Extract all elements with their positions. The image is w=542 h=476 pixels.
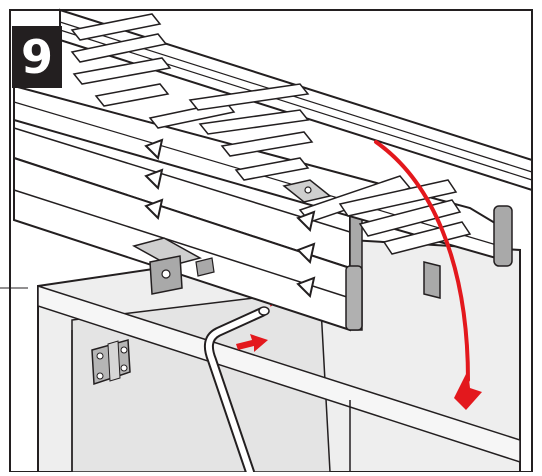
slat — [188, 83, 310, 111]
slats — [70, 13, 472, 255]
slat — [358, 199, 462, 237]
cabinet — [0, 238, 521, 473]
triangle-marker-icon — [296, 276, 316, 298]
step-number-badge: 9 — [12, 26, 62, 88]
slat — [234, 157, 310, 181]
curved-arrow-icon — [374, 140, 482, 410]
triangle-markers — [144, 138, 316, 298]
slat — [220, 131, 314, 157]
hinge — [91, 339, 131, 386]
push-arrow-icon — [236, 334, 268, 352]
slat — [338, 179, 458, 217]
slat — [382, 221, 472, 255]
slat — [94, 83, 170, 107]
triangle-marker-icon — [144, 138, 164, 160]
slat — [70, 33, 168, 63]
slat — [198, 109, 310, 135]
hex-key — [203, 289, 311, 476]
slat — [70, 13, 162, 41]
triangle-marker-icon — [296, 210, 316, 232]
triangle-marker-icon — [144, 198, 164, 220]
triangle-marker-icon — [296, 242, 316, 264]
bracket-right — [282, 179, 332, 203]
bracket-left — [132, 237, 215, 295]
triangle-marker-icon — [144, 168, 164, 190]
slat — [72, 57, 172, 85]
